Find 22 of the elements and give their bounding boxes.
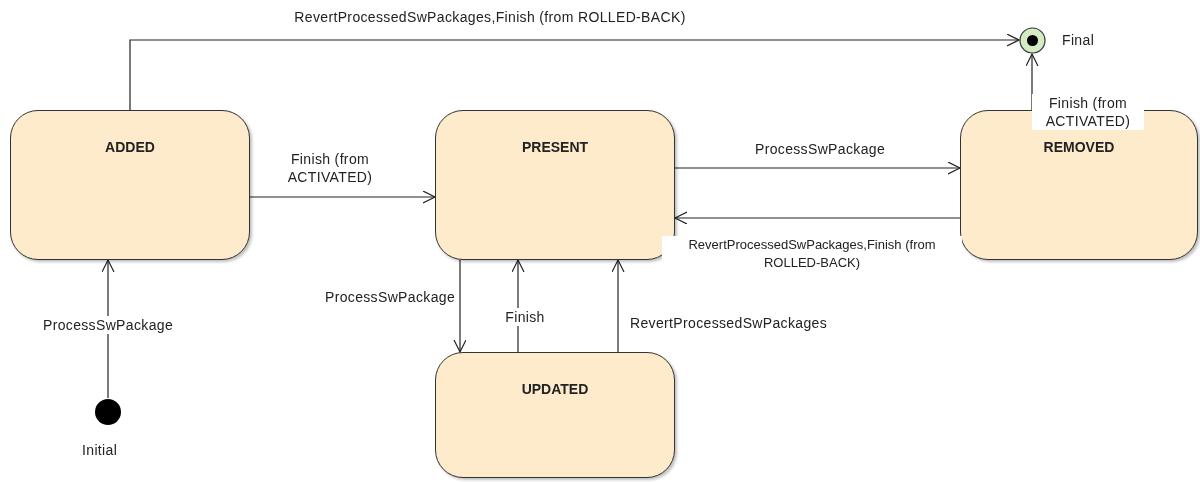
state-name: ADDED (105, 138, 155, 157)
transition-arrow (129, 33, 1020, 111)
edge-label: RevertProcessedSwPackages,Finish (from ROLLED-BACK) (662, 236, 962, 272)
state-name: PRESENT (521, 138, 589, 157)
transition-arrow (101, 259, 115, 399)
transition-arrow (674, 211, 961, 225)
state-caption: Initial (82, 441, 118, 460)
edge-label: Finish (from ACTIVATED) (1032, 94, 1144, 130)
edge-label: RevertProcessedSwPackages (628, 314, 830, 332)
transition-arrow (674, 161, 961, 175)
state-box (10, 110, 250, 260)
state-name: REMOVED (1043, 138, 1115, 157)
transition-arrow (249, 190, 436, 204)
state-box (960, 110, 1198, 260)
edge-label: RevertProcessedSwPackages,Finish (from ROLLED-BACK) (292, 8, 688, 26)
transition-arrow (611, 259, 625, 353)
state-caption: Final (1062, 31, 1095, 50)
transition-arrow (453, 259, 467, 353)
state-name: UPDATED (521, 380, 589, 399)
state-box (435, 352, 675, 478)
state-box (435, 110, 675, 260)
edge-label: Finish (503, 308, 547, 326)
